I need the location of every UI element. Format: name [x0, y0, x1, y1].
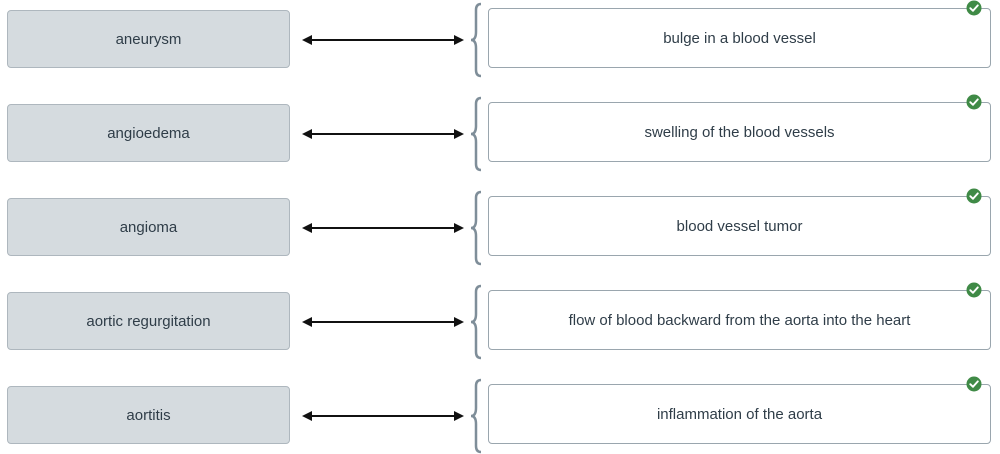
match-row: aortitis inflammation of the aorta	[0, 376, 1000, 454]
term-card[interactable]: angioma	[7, 198, 290, 256]
definition-card[interactable]: inflammation of the aorta	[488, 384, 991, 444]
definition-card[interactable]: blood vessel tumor	[488, 196, 991, 256]
bracket-icon	[470, 190, 482, 266]
checkmark-circle-icon	[966, 282, 982, 298]
bracket-icon	[470, 2, 482, 78]
definition-card[interactable]: flow of blood backward from the aorta in…	[488, 290, 991, 350]
bracket-icon	[470, 284, 482, 360]
match-row: aortic regurgitation flow of blood backw…	[0, 282, 1000, 360]
double-arrow-icon	[302, 129, 464, 139]
double-arrow-icon	[302, 411, 464, 421]
definition-card[interactable]: bulge in a blood vessel	[488, 8, 991, 68]
match-row: angioedema swelling of the blood vessels	[0, 94, 1000, 172]
checkmark-circle-icon	[966, 0, 982, 16]
checkmark-circle-icon	[966, 94, 982, 110]
bracket-icon	[470, 378, 482, 454]
bracket-icon	[470, 96, 482, 172]
double-arrow-icon	[302, 223, 464, 233]
double-arrow-icon	[302, 35, 464, 45]
checkmark-circle-icon	[966, 188, 982, 204]
term-card[interactable]: angioedema	[7, 104, 290, 162]
checkmark-circle-icon	[966, 376, 982, 392]
double-arrow-icon	[302, 317, 464, 327]
match-row: angioma blood vessel tumor	[0, 188, 1000, 266]
term-card[interactable]: aortitis	[7, 386, 290, 444]
match-row: aneurysm bulge in a blood vessel	[0, 0, 1000, 78]
definition-card[interactable]: swelling of the blood vessels	[488, 102, 991, 162]
term-card[interactable]: aortic regurgitation	[7, 292, 290, 350]
term-card[interactable]: aneurysm	[7, 10, 290, 68]
